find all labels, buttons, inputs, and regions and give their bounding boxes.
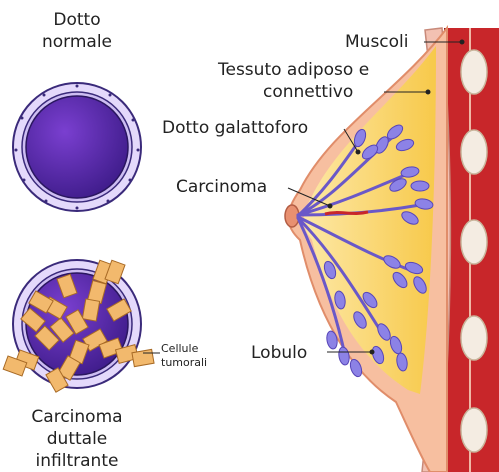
carcinoma-duct xyxy=(3,260,154,392)
carcinoma-label: Carcinoma xyxy=(176,177,267,197)
muscles-label: Muscoli xyxy=(345,32,409,52)
normal-duct-label-line1: Dotto xyxy=(27,10,127,30)
normal-duct-label-line2: normale xyxy=(27,32,127,52)
milk-duct-label: Dotto galattoforo xyxy=(162,118,308,138)
lobule-label: Lobulo xyxy=(251,343,307,363)
carcinoma-duct-label-line3: infiltrante xyxy=(17,451,137,471)
carcinoma-duct-label-line1: Carcinoma xyxy=(17,407,137,427)
tumor-cells-label-line2: tumorali xyxy=(161,356,207,369)
tumor-cells-label-line1: Cellule xyxy=(161,342,198,355)
adipose-label-line1: Tessuto adiposo e xyxy=(218,60,369,80)
normal-duct xyxy=(13,83,141,211)
adipose-label-line2: connettivo xyxy=(263,82,353,102)
carcinoma-duct-label-line2: duttale xyxy=(17,429,137,449)
tumor-focus xyxy=(325,212,368,214)
